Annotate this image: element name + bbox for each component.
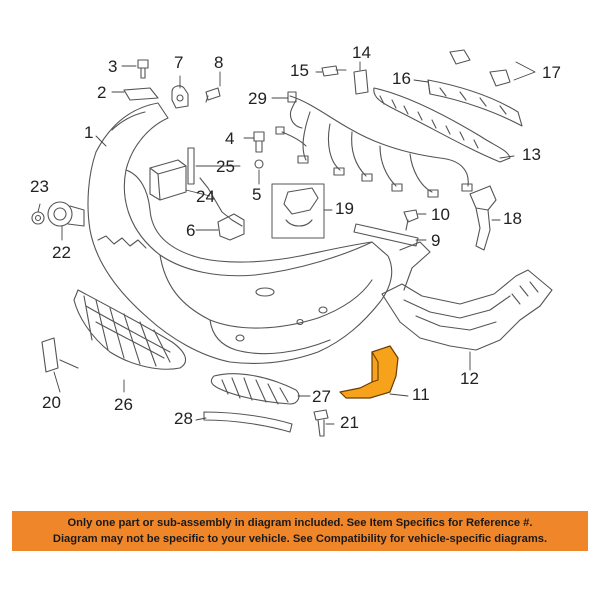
callout-11: 11 (412, 385, 430, 404)
disclaimer-line-2: Diagram may not be specific to your vehi… (52, 533, 548, 545)
absorber-part-16 (373, 87, 511, 163)
washer-part-5 (254, 159, 264, 169)
bolt-part-3 (137, 59, 149, 79)
callout-7: 7 (174, 53, 184, 72)
callout-19: 19 (335, 199, 354, 218)
push-clip-part-21 (313, 409, 329, 437)
callout-4: 4 (225, 129, 235, 148)
disclaimer-banner: Only one part or sub-assembly in diagram… (12, 511, 588, 551)
callout-17: 17 (542, 63, 561, 82)
bracket-part-18 (469, 185, 497, 251)
wiring-harness-part-29 (275, 91, 473, 198)
callout-9: 9 (431, 231, 441, 250)
clip-part-7 (171, 85, 189, 109)
bolt-part-15 (321, 65, 347, 77)
callout-5: 5 (252, 185, 262, 204)
callout-13: 13 (522, 145, 541, 164)
callout-21: 21 (340, 413, 359, 432)
callout-8: 8 (214, 53, 224, 72)
bumper-cover-part (87, 102, 393, 365)
callout-3: 3 (108, 57, 118, 76)
sensor-part-22 (47, 201, 85, 227)
reinforcement-part-17 (427, 49, 523, 127)
callout-27: 27 (312, 387, 331, 406)
bracket-part-19 (271, 183, 325, 239)
callout-14: 14 (352, 43, 371, 62)
callout-22: 22 (52, 243, 71, 262)
callout-23: 23 (30, 177, 49, 196)
mounting-bracket-part-12 (381, 241, 553, 351)
strip-part-9 (353, 223, 419, 247)
callout-16: 16 (392, 69, 411, 88)
callout-20: 20 (42, 393, 61, 412)
parts-diagram (31, 49, 553, 437)
callout-10: 10 (431, 205, 450, 224)
clip-part-20 (41, 337, 79, 373)
disclaimer-line-1: Only one part or sub-assembly in diagram… (67, 517, 533, 529)
callout-28: 28 (174, 409, 193, 428)
callout-1: 1 (84, 123, 94, 142)
bracket-part-2 (123, 87, 159, 101)
grille-part-27 (210, 373, 300, 405)
callout-26: 26 (114, 395, 133, 414)
screw-part-8 (205, 87, 221, 103)
callout-2: 2 (97, 83, 107, 102)
callout-6: 6 (186, 221, 196, 240)
grommet-part-23 (31, 211, 45, 225)
bracket-part-6 (217, 213, 245, 241)
callout-18: 18 (503, 209, 522, 228)
grille-part-26 (73, 289, 187, 370)
trim-part-28 (203, 411, 293, 433)
strip-part-25 (187, 147, 195, 185)
leader-lines (37, 61, 536, 425)
callout-29: 29 (248, 89, 267, 108)
clip-part-14 (353, 69, 369, 95)
module-part-24 (149, 159, 187, 201)
callout-24: 24 (196, 187, 215, 206)
highlighted-bracket-part-11 (339, 345, 399, 399)
bolt-part-4 (253, 131, 265, 153)
callout-12: 12 (460, 369, 479, 388)
clip-part-10 (403, 209, 419, 231)
callout-25: 25 (216, 157, 235, 176)
callout-15: 15 (290, 61, 309, 80)
